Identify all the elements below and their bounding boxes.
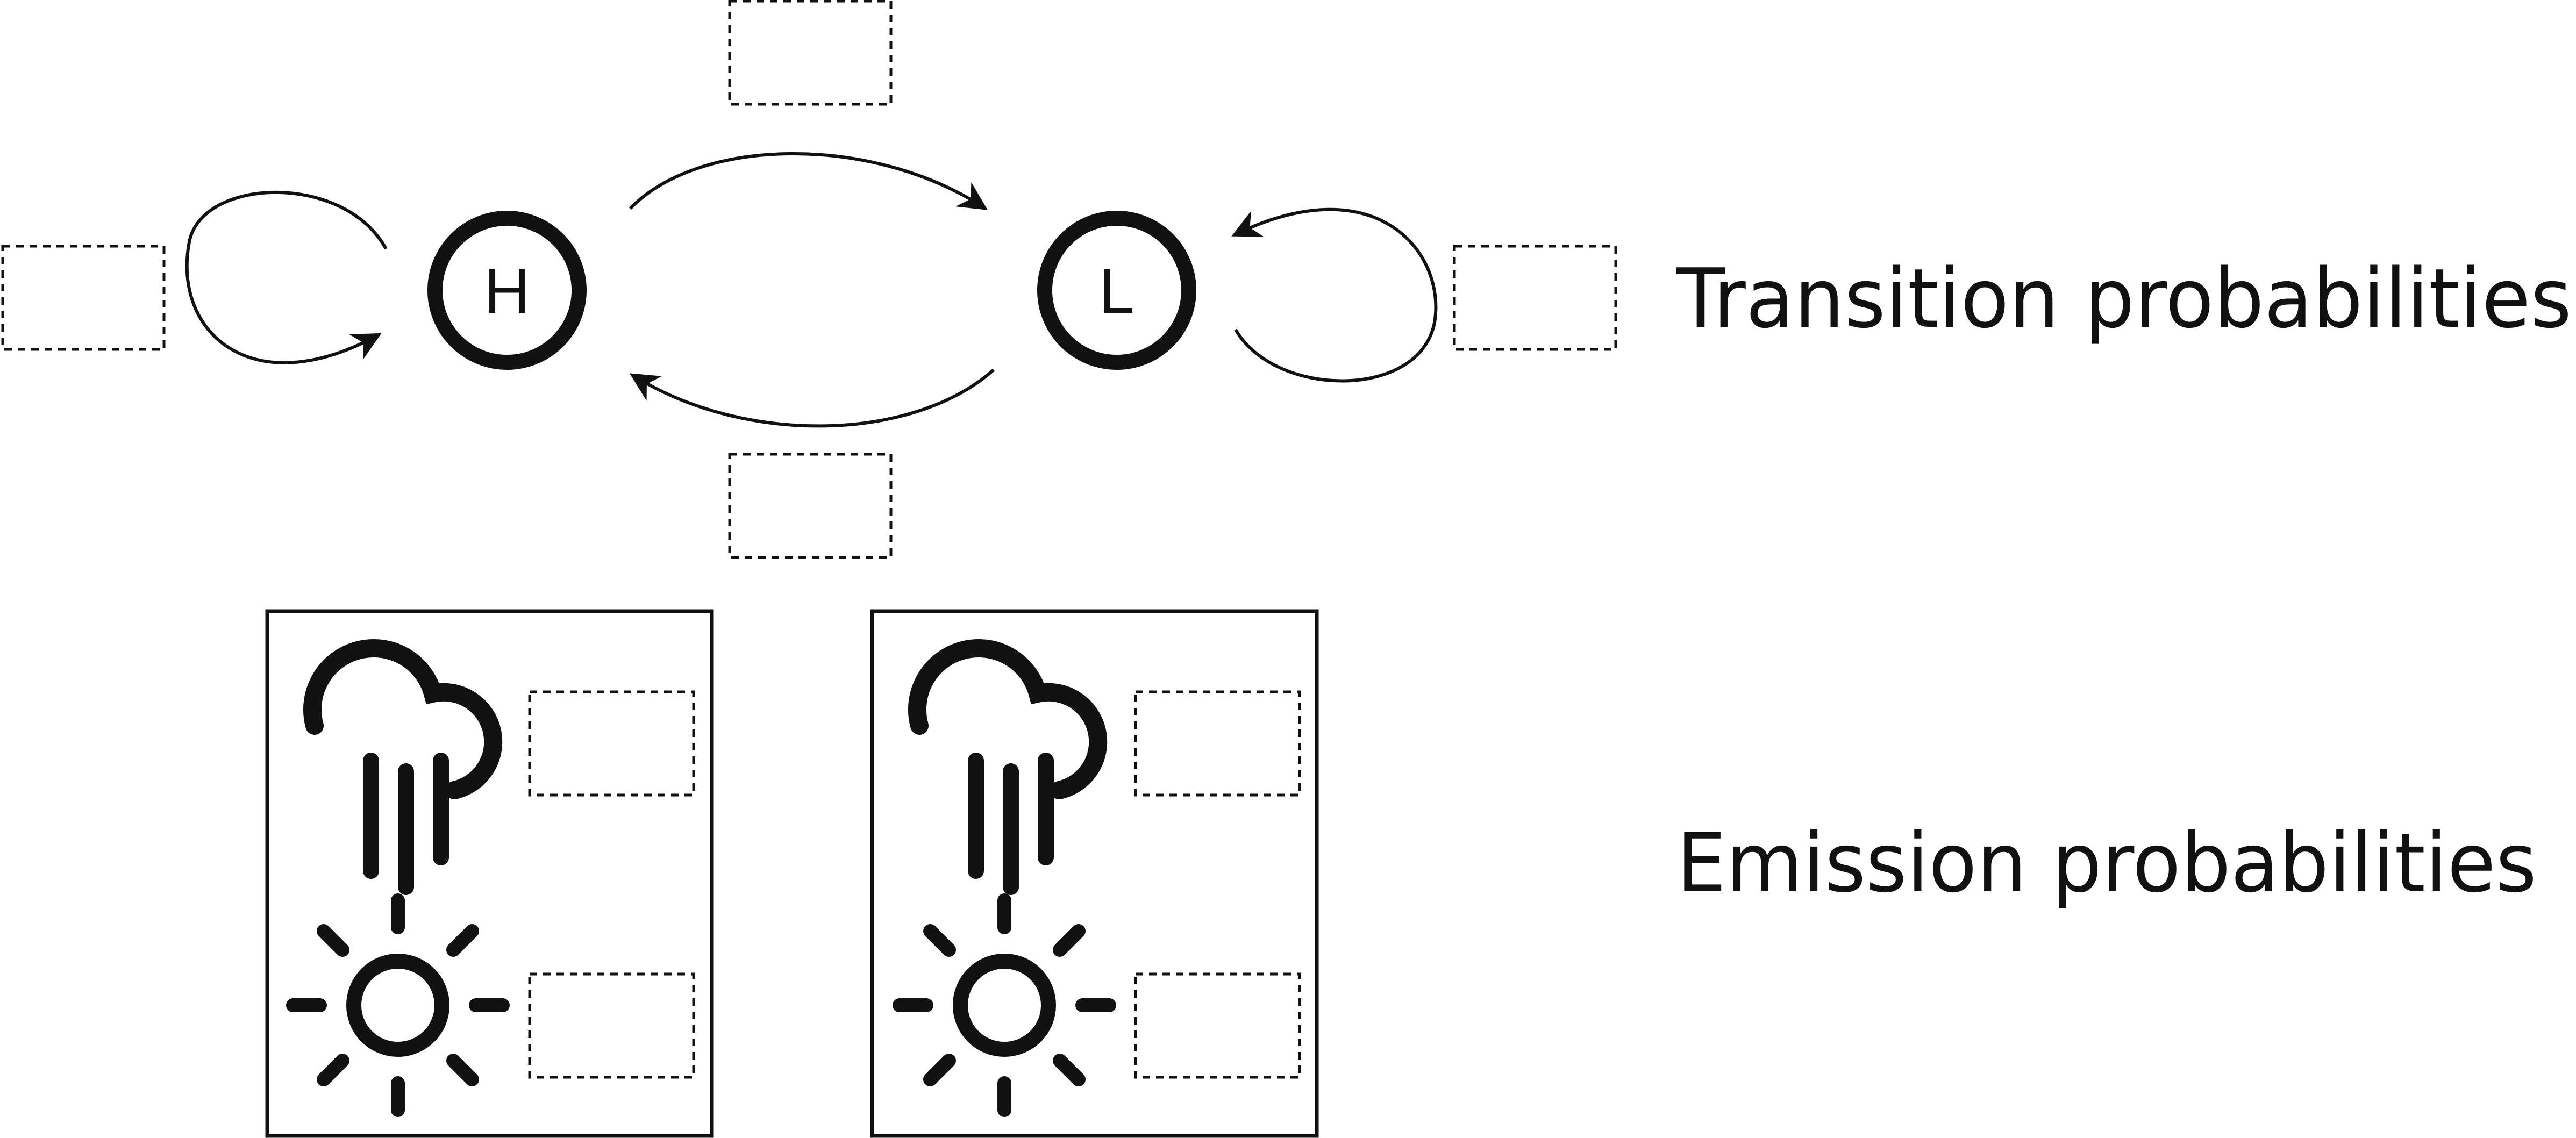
state-l[interactable]: L bbox=[1037, 211, 1196, 370]
state-h[interactable]: H bbox=[427, 211, 587, 370]
state-l-label: L bbox=[1099, 256, 1134, 327]
self-loop-l-arrow bbox=[1231, 207, 1438, 383]
emission-probabilities-label: Emission probabilities bbox=[1676, 815, 2537, 911]
transition-prob-h-l-box[interactable] bbox=[728, 0, 893, 106]
transition-prob-l-l-box[interactable] bbox=[1453, 245, 1617, 351]
emission-prob-h-sun-box[interactable] bbox=[528, 972, 695, 1079]
self-loop-h-arrow bbox=[185, 190, 388, 364]
transition-probabilities-label: Transition probabilities bbox=[1676, 251, 2572, 346]
emission-prob-l-rain-box[interactable] bbox=[1134, 690, 1301, 797]
emission-prob-h-rain-box[interactable] bbox=[528, 690, 695, 797]
transition-prob-l-h-box[interactable] bbox=[728, 453, 893, 559]
state-h-label: H bbox=[484, 256, 530, 327]
l-to-h-arrow bbox=[629, 368, 995, 428]
transition-prob-h-h-box[interactable] bbox=[1, 245, 166, 351]
emission-prob-l-sun-box[interactable] bbox=[1134, 972, 1301, 1079]
h-to-l-arrow bbox=[629, 152, 988, 210]
